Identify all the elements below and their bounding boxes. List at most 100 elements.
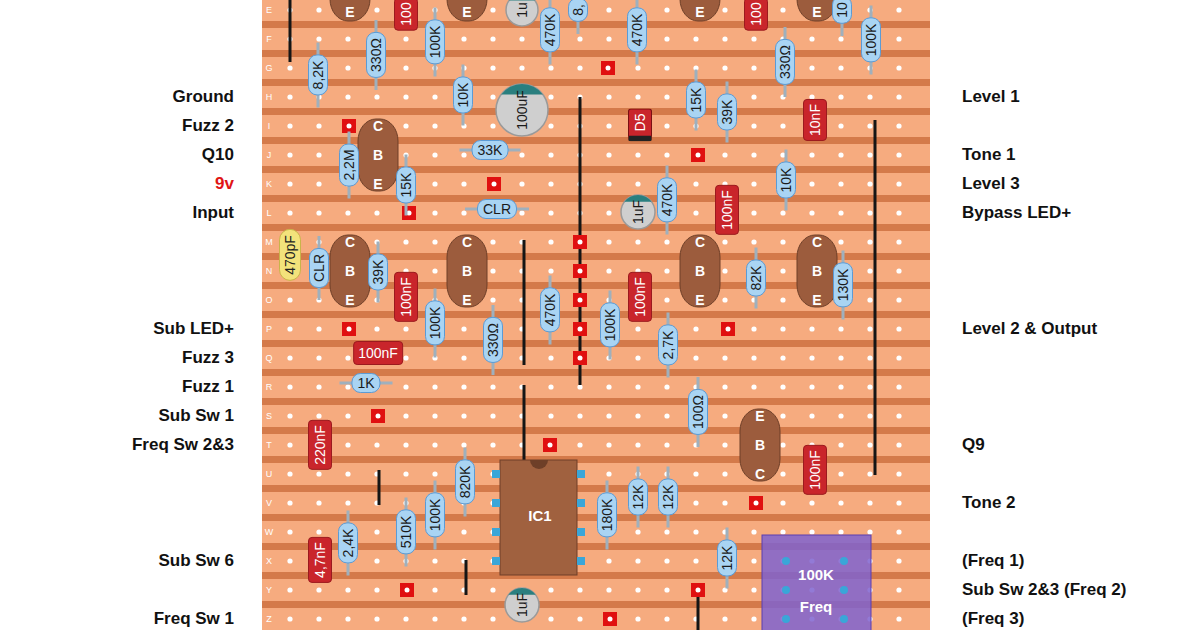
capacitor-value: 100uF (514, 90, 530, 130)
wire-link (874, 120, 877, 475)
hole (461, 181, 466, 186)
transistor-body (797, 0, 837, 21)
hole (867, 268, 872, 273)
hole (722, 65, 727, 70)
hole (838, 442, 843, 447)
hole (374, 529, 379, 534)
resistor-value: 39K (368, 254, 388, 291)
resistor-value: 33K (472, 140, 509, 160)
hole (374, 326, 379, 331)
hole (403, 65, 408, 70)
track-cut (573, 322, 587, 336)
hole (751, 65, 756, 70)
hole (867, 471, 872, 476)
resistor-value: 39K (717, 94, 737, 131)
hole (780, 239, 785, 244)
hole (751, 616, 756, 621)
hole (461, 616, 466, 621)
ic-pin (577, 470, 585, 478)
hole (896, 152, 901, 157)
hole (461, 442, 466, 447)
transistor-pin: C (373, 118, 383, 134)
hole (374, 94, 379, 99)
hole (403, 413, 408, 418)
hole (693, 181, 698, 186)
electrolytic-stripe (509, 0, 535, 1)
hole (606, 36, 611, 41)
row-letter: O (265, 292, 272, 308)
hole (780, 471, 785, 476)
resistor-value: 330Ω (366, 32, 386, 78)
hole (838, 384, 843, 389)
side-label: Q10 (202, 145, 234, 165)
transistor-pin: B (755, 437, 765, 453)
hole (577, 413, 582, 418)
capacitor-value: 1uF (514, 593, 530, 617)
hole (635, 152, 640, 157)
hole (780, 384, 785, 389)
hole (287, 297, 292, 302)
track-cut-hole (376, 414, 381, 419)
hole (780, 326, 785, 331)
hole (403, 123, 408, 128)
hole (432, 268, 437, 273)
transistor-pin: B (462, 263, 472, 279)
hole (374, 616, 379, 621)
pot-pin (782, 557, 790, 565)
hole (548, 355, 553, 360)
diode-label: D5 (628, 109, 652, 142)
hole (722, 239, 727, 244)
hole (664, 529, 669, 534)
copper-strip (262, 57, 930, 79)
track-cut (402, 206, 416, 220)
hole (693, 326, 698, 331)
electrolytic-body (506, 0, 538, 26)
hole (345, 210, 350, 215)
track-cut-hole (726, 327, 731, 332)
hole (432, 123, 437, 128)
hole (606, 94, 611, 99)
hole (548, 239, 553, 244)
track-cut-hole (492, 182, 497, 187)
ic-pin (492, 528, 500, 536)
hole (345, 587, 350, 592)
hole (867, 297, 872, 302)
copper-strip (262, 492, 930, 514)
transistor-pin: E (755, 408, 764, 424)
row-letter: F (266, 31, 272, 47)
row-letter: X (266, 553, 272, 569)
row-letter: I (268, 118, 271, 134)
electrolytic-body (496, 84, 548, 136)
hole (606, 413, 611, 418)
transistor-body (740, 409, 780, 481)
hole (780, 355, 785, 360)
hole (664, 123, 669, 128)
pot-pin (840, 615, 848, 623)
hole (635, 326, 640, 331)
track-cut-hole (578, 269, 583, 274)
hole (896, 239, 901, 244)
track-cut-hole (405, 588, 410, 593)
hole (316, 384, 321, 389)
hole (403, 36, 408, 41)
side-label: Fuzz 3 (182, 348, 234, 368)
hole (838, 123, 843, 128)
track-cut (342, 119, 356, 133)
side-label: Bypass LED+ (962, 203, 1071, 223)
hole (664, 7, 669, 12)
side-label: Fuzz 1 (182, 377, 234, 397)
hole (519, 36, 524, 41)
hole (461, 384, 466, 389)
hole (287, 181, 292, 186)
hole (780, 7, 785, 12)
hole (635, 181, 640, 186)
row-letter: L (266, 205, 271, 221)
track-cut (721, 322, 735, 336)
side-label: Sub Sw 6 (158, 551, 234, 571)
hole (693, 355, 698, 360)
hole (403, 239, 408, 244)
resistor-value: 2,7K (658, 325, 678, 366)
hole (577, 384, 582, 389)
hole (287, 123, 292, 128)
hole (664, 297, 669, 302)
